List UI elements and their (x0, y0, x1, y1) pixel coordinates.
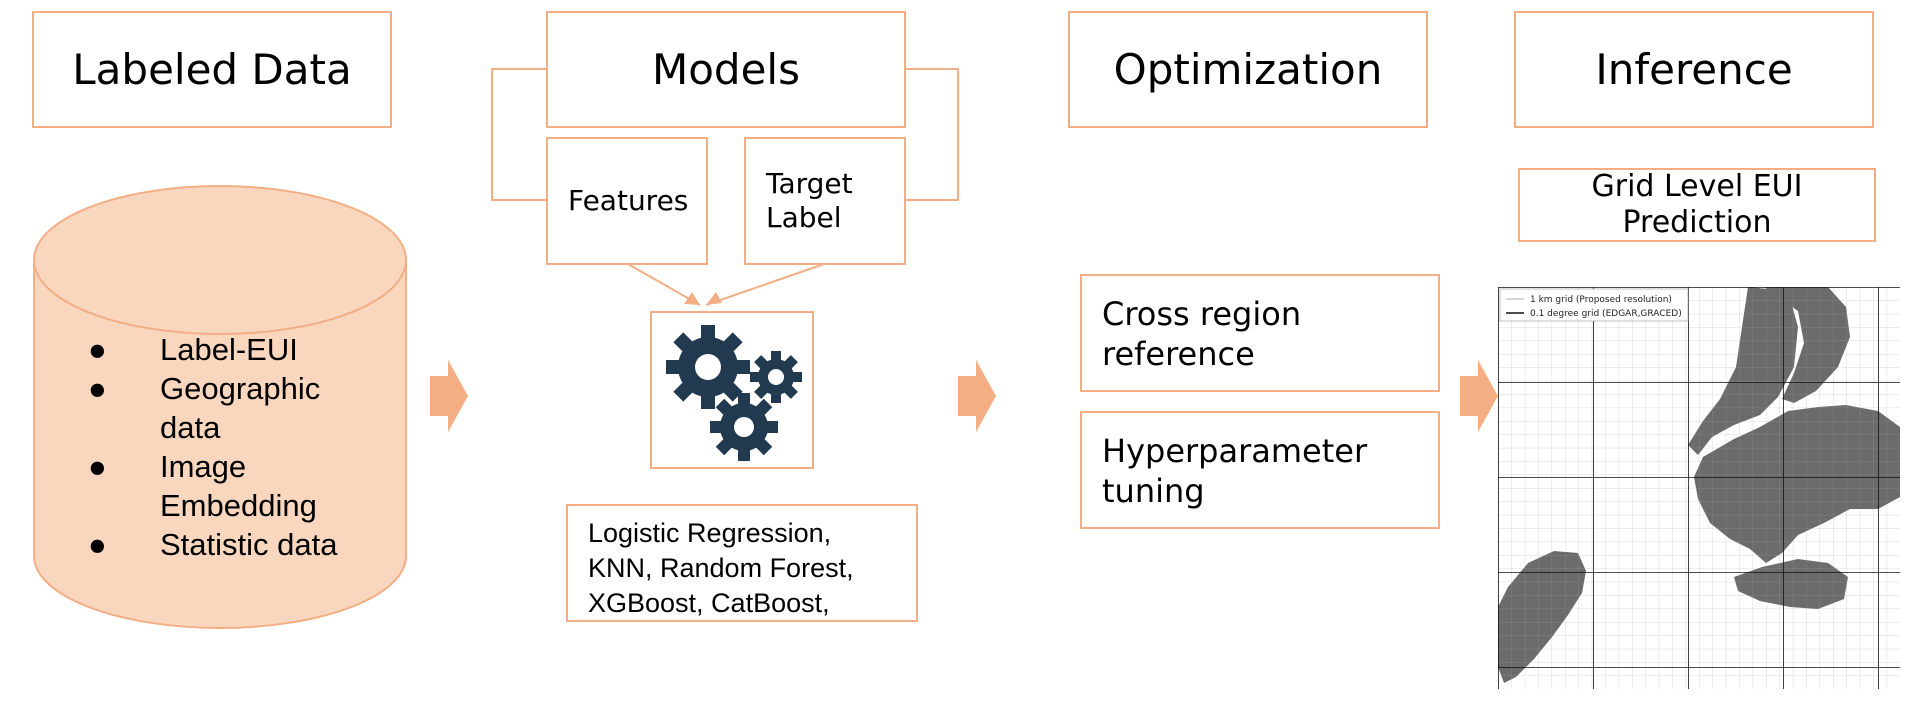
algorithm-line: XGBoost, CatBoost, (588, 588, 830, 618)
algorithm-line: KNN, Random Forest, (588, 553, 854, 583)
inference-title-text: Inference (1595, 45, 1793, 94)
models-title: Models (546, 11, 906, 128)
features-box: Features (546, 137, 708, 265)
map-legend-coarse: 0.1 degree grid (EDGAR,GRACED) (1530, 309, 1682, 319)
cross-region-box: Cross region reference (1080, 274, 1440, 392)
data-items-list: ●Label-EUI ●Geographic data ●Image Embed… (88, 330, 360, 564)
target-label-box: Target Label (744, 137, 906, 265)
data-item: ●Statistic data (88, 527, 338, 562)
algorithm-line: Logistic Regression, (588, 518, 832, 548)
map-legend-bg (1499, 288, 1689, 322)
inference-title: Inference (1514, 11, 1874, 128)
grid-prediction-text: Grid Level EUI Prediction (1591, 169, 1803, 240)
data-item: ●Image Embedding (88, 449, 317, 523)
right-arrow-icon (958, 360, 996, 432)
hyperparameter-text: Hyperparameter tuning (1102, 432, 1368, 510)
target-label-text: Target Label (766, 167, 853, 234)
data-cylinder (33, 185, 407, 629)
optimization-title: Optimization (1068, 11, 1428, 128)
features-label: Features (568, 184, 689, 217)
grid-prediction-box: Grid Level EUI Prediction (1518, 168, 1876, 242)
hyperparameter-box: Hyperparameter tuning (1080, 411, 1440, 529)
models-title-text: Models (652, 45, 800, 94)
data-item: ●Label-EUI (88, 332, 298, 367)
optimization-title-text: Optimization (1113, 45, 1383, 94)
grid-map: 1 km grid (Proposed resolution) 0.1 degr… (1498, 287, 1900, 689)
grid-map-svg: 1 km grid (Proposed resolution) 0.1 degr… (1498, 287, 1900, 689)
cylinder-body (33, 260, 407, 629)
cylinder-top (33, 185, 407, 335)
algorithms-box: Logistic Regression, KNN, Random Forest,… (566, 504, 918, 622)
labeled-data-title: Labeled Data (32, 11, 392, 128)
right-arrow-icon (1460, 360, 1498, 432)
labeled-data-title-text: Labeled Data (72, 45, 352, 94)
right-arrow-icon (430, 360, 468, 432)
gears-icon (666, 325, 802, 461)
gears-box (650, 311, 814, 469)
cross-region-text: Cross region reference (1102, 295, 1302, 373)
data-item: ●Geographic data (88, 371, 321, 445)
map-legend-fine: 1 km grid (Proposed resolution) (1530, 295, 1672, 305)
